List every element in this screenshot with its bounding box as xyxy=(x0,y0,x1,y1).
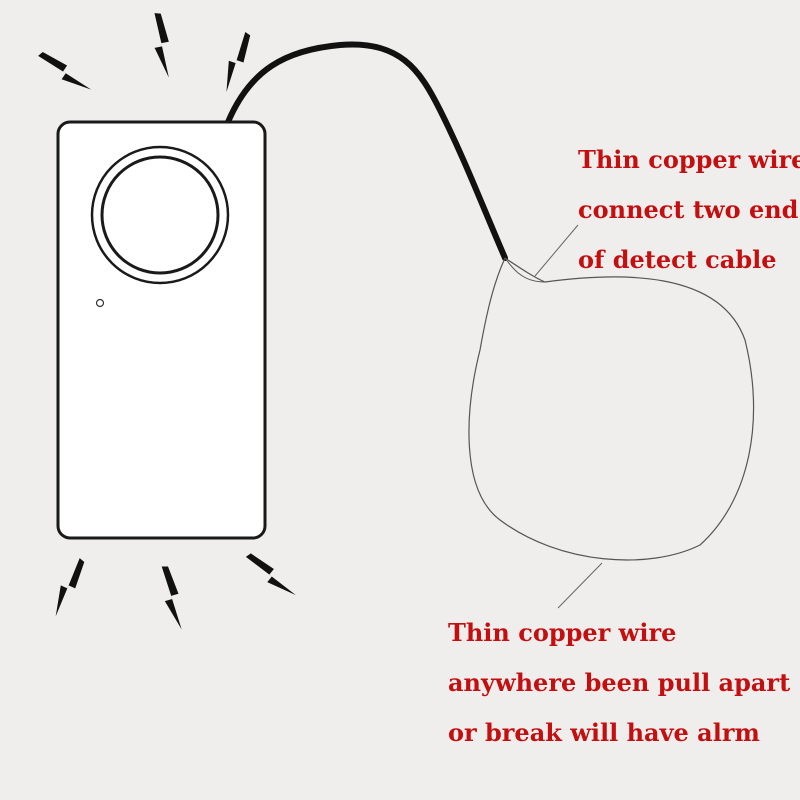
leader-line-top xyxy=(534,224,579,277)
copper-wire-loop xyxy=(468,257,755,561)
label-bottom-line-1: Thin copper wire xyxy=(448,618,677,647)
leader-line-bottom xyxy=(557,562,603,609)
label-top-line-2: connect two end xyxy=(578,195,799,224)
lightning-bolt-icon xyxy=(55,558,85,617)
indicator-led-icon xyxy=(95,298,105,308)
lightning-bolt-icon xyxy=(38,52,92,90)
label-bottom-line-2: anywhere been pull apart xyxy=(448,668,791,697)
label-top: Thin copper wire connect two end of dete… xyxy=(578,135,800,285)
label-top-line-3: of detect cable xyxy=(578,245,777,274)
alarm-device-body xyxy=(56,120,267,540)
lightning-bolt-icon xyxy=(161,566,182,630)
lightning-bolt-icon xyxy=(154,13,169,78)
detect-cable xyxy=(225,41,508,261)
lightning-bolt-icon xyxy=(226,31,251,93)
label-top-line-1: Thin copper wire xyxy=(578,145,800,174)
label-bottom: Thin copper wire anywhere been pull apar… xyxy=(448,608,790,758)
label-bottom-line-3: or break will have alrm xyxy=(448,718,760,747)
speaker-icon xyxy=(90,145,230,285)
copper-wire-strand xyxy=(504,257,546,283)
lightning-bolt-icon xyxy=(245,553,296,596)
lightning-bolts xyxy=(38,13,296,630)
